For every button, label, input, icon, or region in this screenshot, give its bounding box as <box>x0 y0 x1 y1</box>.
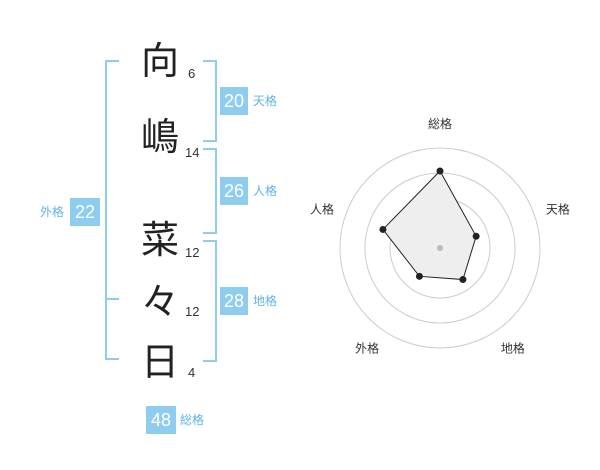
gaikaku-bracket-tick <box>105 298 119 300</box>
chikaku-label: 地格 <box>253 294 278 308</box>
radar-point-0 <box>436 167 444 175</box>
radar-axis-label-0: 総格 <box>428 116 452 131</box>
radar-center-dot <box>437 245 443 251</box>
jinkaku-label: 人格 <box>253 184 278 198</box>
radar-axis-label-3: 外格 <box>355 340 379 355</box>
radar-axis-label-1: 天格 <box>546 202 570 217</box>
name-char-2: 嶋 <box>141 115 180 159</box>
soukaku-label: 総格 <box>180 413 205 427</box>
jinkaku-bracket <box>203 148 217 234</box>
chikaku-bracket <box>203 240 217 362</box>
stroke-count-2: 14 <box>185 145 200 160</box>
chikaku-value: 28 <box>220 287 248 315</box>
jinkaku-value: 26 <box>220 177 248 205</box>
radar-ring-4 <box>339 147 541 349</box>
radar-series-polygon <box>382 170 477 281</box>
soukaku-value: 48 <box>146 406 176 434</box>
name-char-4: 々 <box>141 280 180 324</box>
gaikaku-label: 外格 <box>40 205 65 219</box>
gaikaku-bracket <box>105 60 119 360</box>
tenkaku-value: 20 <box>220 87 248 115</box>
stroke-count-3: 12 <box>185 245 200 260</box>
radar-point-3 <box>415 272 423 280</box>
radar-axis-label-2: 地格 <box>501 340 525 355</box>
name-char-1: 向 <box>141 39 180 83</box>
stroke-count-5: 4 <box>188 365 196 380</box>
radar-point-4 <box>379 225 387 233</box>
radar-points <box>379 167 480 284</box>
radar-axis-label-4: 人格 <box>310 202 334 217</box>
tenkaku-bracket <box>203 60 217 142</box>
tenkaku-label: 天格 <box>253 94 278 108</box>
radar-point-2 <box>459 276 467 284</box>
stroke-count-1: 6 <box>188 66 196 81</box>
name-char-3: 菜 <box>141 218 180 262</box>
stroke-count-4: 12 <box>185 304 200 319</box>
radar-point-1 <box>472 232 480 240</box>
gaikaku-value: 22 <box>70 198 100 226</box>
name-char-5: 日 <box>141 340 180 384</box>
